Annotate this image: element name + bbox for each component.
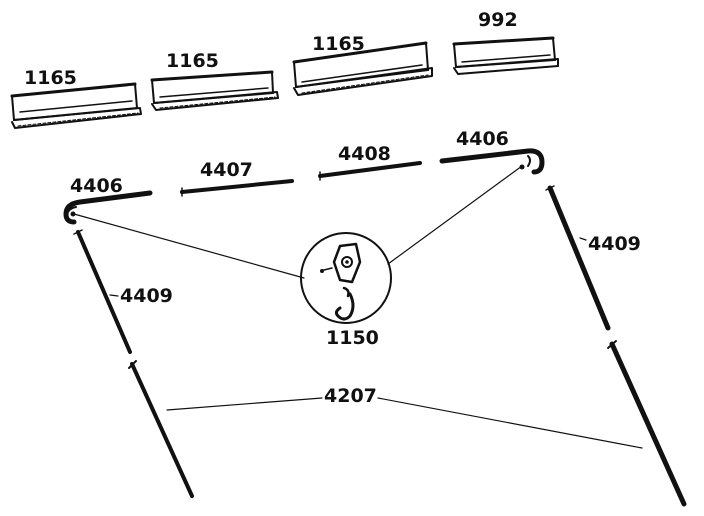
label-rail-1165-second: 1165 [166, 50, 219, 72]
upright-4207-left [128, 360, 194, 498]
label-elbow-4406-right: 4406 [456, 128, 509, 150]
label-elbow-4406-left: 4406 [70, 175, 123, 197]
label-hook-assembly-1150: 1150 [326, 327, 379, 349]
label-upright-4207: 4207 [324, 385, 377, 407]
elbow-4406-left [63, 190, 153, 225]
upright-4207-right [607, 340, 687, 507]
rod-4407 [180, 179, 294, 197]
rail-992 [452, 36, 559, 75]
leader-lines [73, 165, 643, 449]
label-rod-4408: 4408 [338, 143, 391, 165]
upright-4409-right [545, 185, 611, 331]
label-rod-4407: 4407 [200, 159, 253, 181]
label-rail-992: 992 [478, 9, 518, 31]
label-upright-4409-right: 4409 [588, 233, 641, 255]
rail-1165-second [150, 70, 279, 111]
label-upright-4409-left: 4409 [120, 285, 173, 307]
rod-4408 [318, 161, 422, 181]
upright-4409-left [73, 229, 132, 354]
rail-1165-third [292, 41, 433, 96]
label-rail-1165-third: 1165 [312, 33, 365, 55]
label-rail-1165-left: 1165 [24, 67, 77, 89]
pulley-icon [320, 242, 362, 284]
hook-icon [334, 286, 355, 321]
elbow-4406-right [439, 148, 545, 175]
rail-1165-left [10, 82, 142, 129]
hook-assembly-1150 [300, 232, 392, 324]
